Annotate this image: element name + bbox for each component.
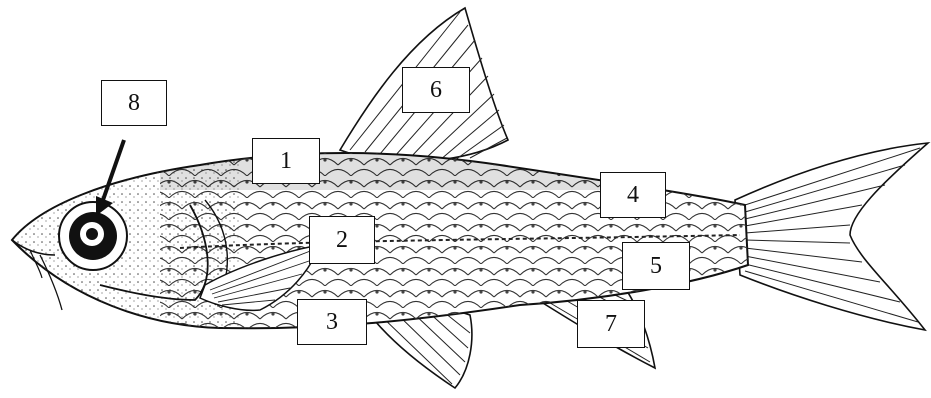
label-box-7: 7 xyxy=(577,300,645,348)
label-box-1: 1 xyxy=(252,138,320,184)
label-box-2: 2 xyxy=(309,216,375,264)
label-box-4: 4 xyxy=(600,172,666,218)
label-box-8: 8 xyxy=(101,80,167,126)
caudal-fin xyxy=(735,143,928,330)
label-box-5: 5 xyxy=(622,242,690,290)
label-box-3: 3 xyxy=(297,299,367,345)
label-box-6: 6 xyxy=(402,67,470,113)
eye xyxy=(59,202,127,270)
